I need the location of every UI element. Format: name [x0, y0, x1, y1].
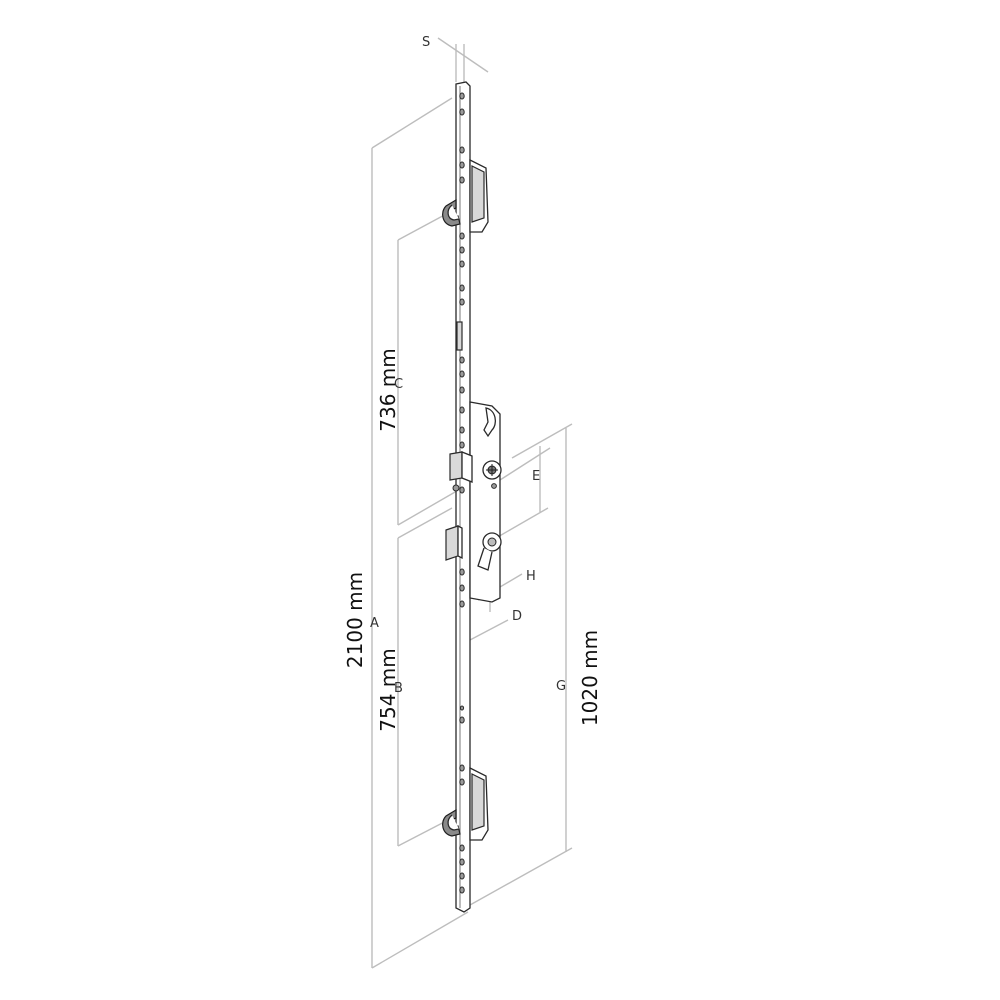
label-a: A	[370, 616, 379, 631]
label-c: C	[394, 377, 403, 392]
central-gearbox	[469, 401, 501, 603]
dimension-letter-labels: S C E H D A B G	[370, 35, 566, 696]
faceplate	[455, 81, 471, 913]
measurement-total-length: 2100 mm	[343, 572, 367, 668]
label-b: B	[394, 681, 403, 696]
cylinder-cutout	[477, 532, 502, 571]
spindle-follower	[482, 460, 502, 480]
measurement-handle-height: 1020 mm	[578, 630, 602, 726]
measurement-lower-distance: 754 mm	[376, 648, 400, 732]
latch-bolt	[449, 451, 473, 483]
gearbox-screws	[452, 483, 497, 492]
dimension-lines	[371, 37, 573, 969]
upper-hook-case	[469, 158, 489, 244]
measurement-texts: 2100 mm 736 mm 754 mm 1020 mm	[343, 348, 602, 732]
lower-hook-bolt	[442, 808, 461, 837]
faceplate-holes	[459, 92, 465, 894]
label-d: D	[512, 609, 522, 624]
upper-hook-bolt	[442, 198, 461, 227]
label-s: S	[422, 35, 430, 50]
faceplate-slot	[456, 321, 463, 351]
label-h: H	[526, 569, 536, 584]
label-e: E	[532, 469, 540, 484]
measurement-upper-distance: 736 mm	[376, 348, 400, 432]
lower-hook-case	[469, 766, 489, 850]
deadbolt	[445, 524, 463, 561]
label-g: G	[556, 679, 566, 694]
